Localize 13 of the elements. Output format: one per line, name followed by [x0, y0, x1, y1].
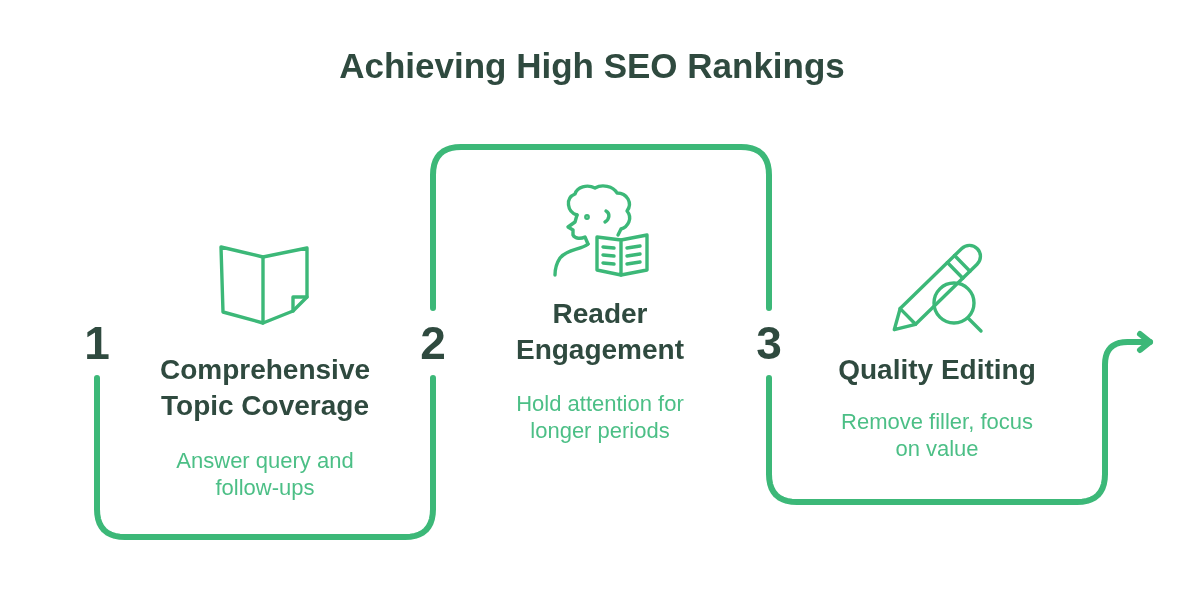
step-title: Quality Editing	[837, 353, 1037, 387]
connector-line	[94, 375, 436, 540]
diagram-title: Achieving High SEO Rankings	[339, 45, 845, 87]
step-number: 3	[747, 308, 791, 378]
connector-line	[430, 144, 772, 311]
step-description: Hold attention for longer periods	[515, 390, 685, 444]
step-description: Answer query and follow-ups	[175, 447, 355, 501]
step-title: Comprehensive Topic Coverage	[158, 353, 372, 423]
arrow	[766, 331, 1153, 505]
step-title: Reader Engagement	[515, 297, 685, 367]
step-description: Remove filler, focus on value	[840, 408, 1034, 462]
step-number: 2	[411, 308, 455, 378]
step-number: 1	[75, 308, 119, 378]
